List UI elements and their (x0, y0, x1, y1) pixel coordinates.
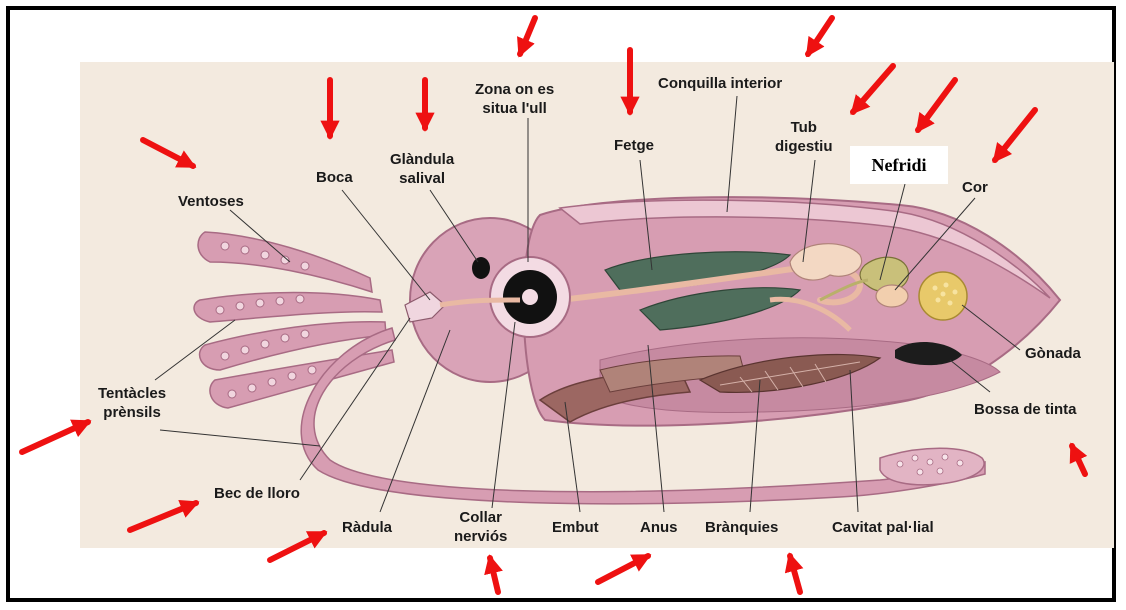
label-boca: Boca (316, 168, 353, 187)
label-nefridi-text: Nefridi (871, 154, 927, 175)
label-anus: Anus (640, 518, 678, 537)
label-tub-digestiu: Tub digestiu (775, 118, 833, 156)
label-cor-text: Cor (962, 179, 988, 196)
label-bossa-tinta: Bossa de tinta (974, 400, 1077, 419)
stomach (789, 243, 863, 281)
club-suckers (896, 453, 964, 476)
label-gonada-text: Gònada (1025, 345, 1081, 362)
suckers (215, 241, 317, 399)
label-tentacles-line2: prènsils (103, 404, 161, 421)
label-fetge-text: Fetge (614, 137, 655, 154)
label-zona-ull: Zona on es situa l'ull (475, 80, 554, 118)
label-zona-line2: situa l'ull (482, 100, 547, 117)
label-cor: Cor (962, 178, 988, 197)
label-collar-line1: Collar (459, 509, 502, 526)
label-anus-text: Anus (640, 519, 678, 536)
label-radula-text: Ràdula (342, 519, 393, 536)
label-tentacles-line1: Tentàcles (98, 385, 167, 402)
squid-arms (193, 231, 395, 409)
label-bec-text: Bec de lloro (214, 485, 300, 502)
label-tub-line2: digestiu (775, 138, 833, 155)
label-embut-text: Embut (552, 519, 599, 536)
label-fetge: Fetge (614, 136, 654, 155)
arrows (19, 15, 1088, 595)
gill-lines (719, 361, 861, 393)
leader-lines (154, 95, 1021, 513)
label-bec-lloro: Bec de lloro (214, 484, 300, 503)
salivary-gland (472, 257, 490, 279)
esophagus (439, 297, 521, 308)
nephridium-duct (819, 278, 869, 302)
label-gonada: Gònada (1025, 344, 1081, 363)
tentacle-club (879, 447, 985, 486)
label-branquies-text: Brànquies (705, 519, 779, 536)
label-conquilla-interior: Conquilla interior (658, 74, 782, 93)
label-ventoses-text: Ventoses (178, 193, 244, 210)
label-zona-line1: Zona on es (475, 81, 555, 98)
label-glandula-salival: Glàndula salival (390, 150, 454, 188)
heart (875, 284, 909, 308)
label-cavitat-text: Cavitat pal·lial (832, 519, 934, 536)
label-collar-nervios: Collar nerviós (454, 508, 507, 546)
label-boca-text: Boca (316, 169, 353, 186)
label-conquilla-text: Conquilla interior (658, 75, 783, 92)
label-embut: Embut (552, 518, 599, 537)
label-cavitat-pallial: Cavitat pal·lial (832, 518, 934, 537)
label-collar-line2: nerviós (454, 528, 508, 545)
label-ventoses: Ventoses (178, 192, 244, 211)
label-branquies: Brànquies (705, 518, 778, 537)
label-tentacles-prensils: Tentàcles prènsils (98, 384, 166, 422)
label-glandula-line1: Glàndula (390, 151, 455, 168)
label-tub-line1: Tub (790, 119, 817, 136)
long-tentacle (300, 327, 986, 505)
label-nefridi: Nefridi (850, 146, 948, 184)
intestine (769, 296, 852, 332)
gonad-dots (932, 282, 958, 306)
liver-lower (638, 287, 802, 331)
shell-band (558, 199, 1051, 299)
label-bossa-text: Bossa de tinta (974, 401, 1077, 418)
eye-pupil (522, 289, 538, 305)
label-glandula-line2: salival (399, 170, 446, 187)
ink-sac (895, 341, 962, 366)
label-radula: Ràdula (342, 518, 392, 537)
